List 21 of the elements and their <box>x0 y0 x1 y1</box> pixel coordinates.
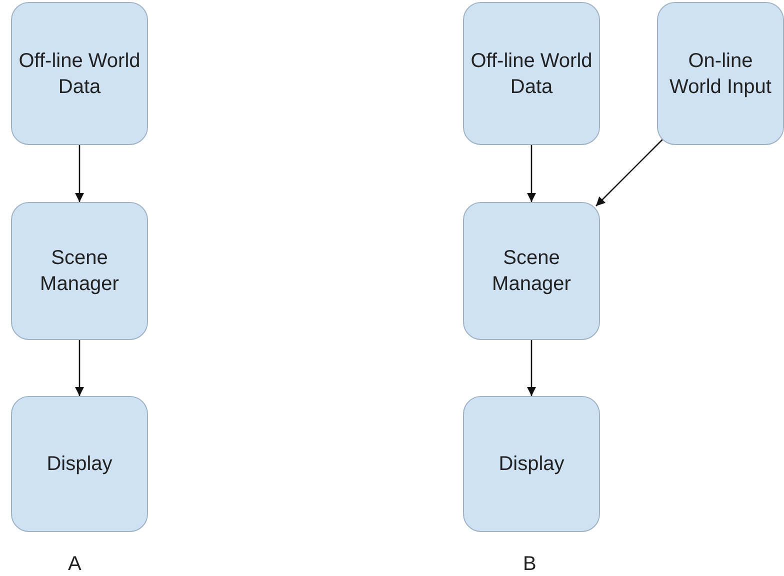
box-label: Off-line World Data <box>470 48 594 100</box>
panel-label: A <box>68 553 82 576</box>
process-box <box>463 202 600 340</box>
box-label: Scene Manager <box>39 246 120 297</box>
process-box <box>463 396 600 532</box>
process-box <box>463 2 600 145</box>
process-box <box>11 396 148 532</box>
box-label: Display <box>46 452 114 477</box>
arrow <box>75 145 84 202</box>
box-label: On-line World Input <box>668 48 772 100</box>
box-label: Off-line World Data <box>18 48 142 100</box>
arrow <box>596 138 664 206</box>
process-box <box>11 202 148 340</box>
arrow <box>75 340 84 396</box>
arrow <box>527 145 536 202</box>
box-label: Display <box>498 452 566 477</box>
panel-label: B <box>523 553 536 576</box>
process-box <box>11 2 148 145</box>
box-label: Scene Manager <box>491 246 572 297</box>
arrow <box>527 340 536 396</box>
process-box <box>657 2 784 145</box>
